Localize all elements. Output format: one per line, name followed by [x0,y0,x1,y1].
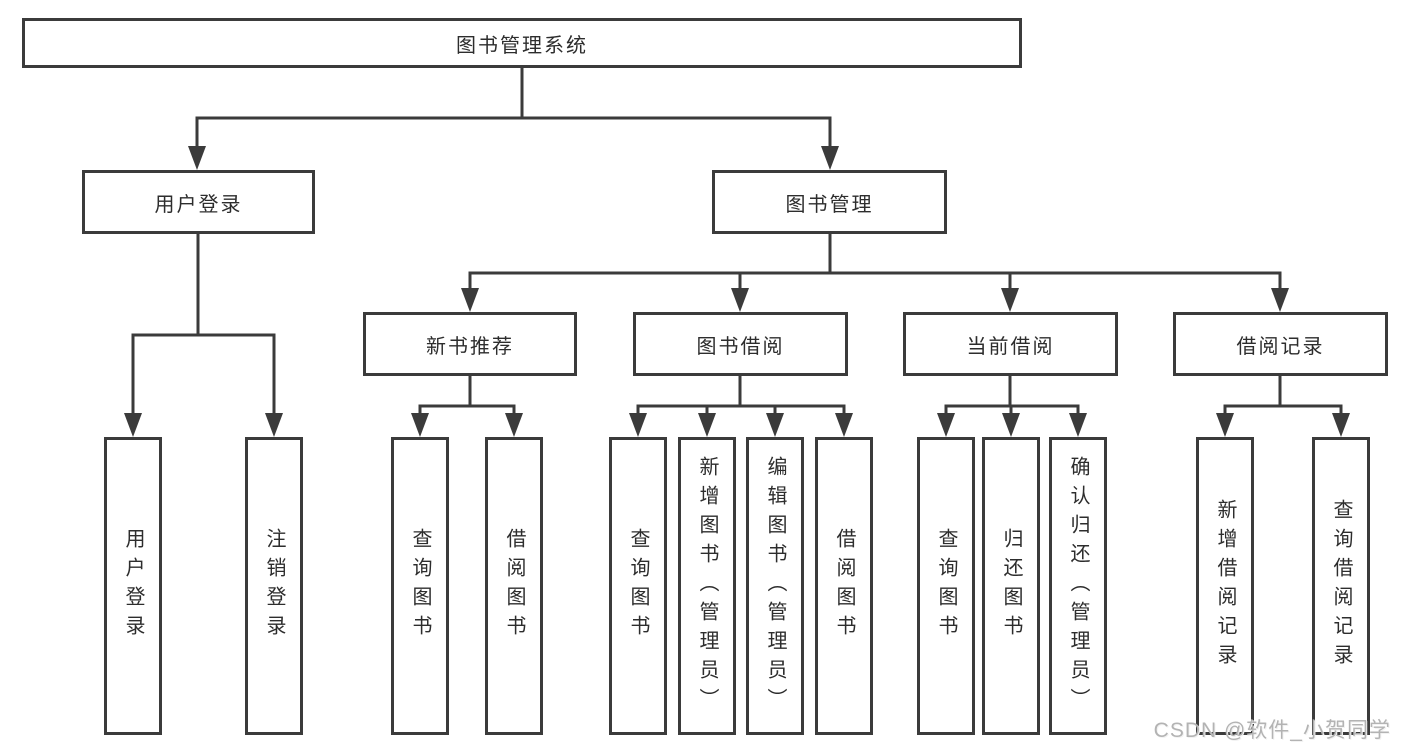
node-label: 借阅记录 [1236,335,1325,358]
leaf-confirm-return-admin: 确认归还（管理员） [1049,437,1107,735]
node-label: 查询图书 [627,528,649,644]
node-library-system-root: 图书管理系统 [22,18,1022,68]
leaf-query-borrow-record: 查询借阅记录 [1312,437,1370,735]
node-label: 查询图书 [935,528,957,644]
watermark: CSDN @软件_小贺同学 [1153,719,1391,742]
node-label: 图书管理系统 [456,34,588,57]
node-label: 用户登录 [154,193,243,216]
node-label: 归还图书 [1000,528,1022,644]
node-user-login: 用户登录 [82,170,315,234]
leaf-query-books-recommend: 查询图书 [391,437,449,735]
node-label: 查询借阅记录 [1330,499,1352,673]
leaf-user-login: 用户登录 [104,437,162,735]
node-label: 当前借阅 [966,335,1055,358]
node-label: 借阅图书 [503,528,525,644]
node-label: 新增借阅记录 [1214,499,1236,673]
node-book-borrow: 图书借阅 [633,312,848,376]
node-new-book-recommend: 新书推荐 [363,312,577,376]
leaf-return-book: 归还图书 [982,437,1040,735]
leaf-borrow-books-recommend: 借阅图书 [485,437,543,735]
node-label: 确认归还（管理员） [1067,455,1089,717]
node-label: 借阅图书 [833,528,855,644]
node-label: 编辑图书（管理员） [764,455,786,717]
node-borrow-records: 借阅记录 [1173,312,1388,376]
node-label: 图书管理 [785,193,874,216]
node-label: 新书推荐 [426,335,514,358]
leaf-borrow-books: 借阅图书 [815,437,873,735]
node-label: 用户登录 [122,528,144,644]
node-label: 图书借阅 [696,335,785,358]
node-current-borrow: 当前借阅 [903,312,1118,376]
node-label: 新增图书（管理员） [696,455,718,717]
leaf-add-borrow-record: 新增借阅记录 [1196,437,1254,735]
leaf-logout: 注销登录 [245,437,303,735]
leaf-add-book-admin: 新增图书（管理员） [678,437,736,735]
node-label: 注销登录 [263,528,285,644]
leaf-query-books-borrow: 查询图书 [609,437,667,735]
node-label: 查询图书 [409,528,431,644]
node-book-management: 图书管理 [712,170,947,234]
leaf-edit-book-admin: 编辑图书（管理员） [746,437,804,735]
leaf-query-books-current: 查询图书 [917,437,975,735]
